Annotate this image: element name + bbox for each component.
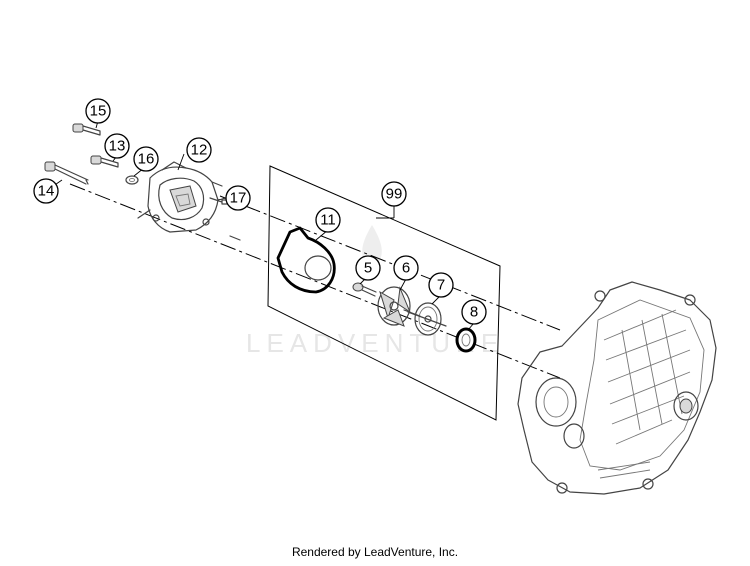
- bolt-14-icon: [44, 161, 89, 185]
- callout-13: 13: [104, 133, 130, 159]
- svg-text:5: 5: [364, 260, 372, 277]
- svg-text:99: 99: [386, 186, 403, 203]
- callout-11: 11: [315, 207, 341, 233]
- callout-7: 7: [428, 272, 454, 298]
- callout-99: 99: [381, 181, 407, 207]
- pump-cover-12-icon: [137, 161, 223, 233]
- engine-side-cover-icon: [517, 281, 717, 495]
- callout-6: 6: [393, 255, 419, 281]
- upper-axis-line: [219, 195, 561, 331]
- gasket-11-icon: [276, 226, 336, 294]
- svg-text:13: 13: [109, 138, 126, 155]
- callout-8: 8: [461, 299, 487, 325]
- bolt-15-icon: [72, 123, 101, 136]
- callout-16: 16: [133, 146, 159, 172]
- impeller-6-icon: [377, 286, 421, 327]
- pump-shaft-7-icon: [407, 302, 447, 336]
- svg-text:16: 16: [138, 151, 155, 168]
- footer-credit: Rendered by LeadVenture, Inc.: [291, 545, 459, 559]
- screw-5-icon: [352, 282, 377, 297]
- callout-12: 12: [186, 137, 212, 163]
- kit-outline-box: [267, 165, 501, 421]
- svg-text:15: 15: [90, 103, 107, 120]
- svg-text:11: 11: [320, 212, 336, 229]
- callout-5: 5: [355, 255, 381, 281]
- seal-ring-8-icon: [455, 327, 477, 353]
- svg-text:14: 14: [38, 183, 55, 200]
- svg-text:6: 6: [402, 260, 410, 277]
- bolt-13-icon: [90, 155, 119, 168]
- svg-text:12: 12: [191, 142, 208, 159]
- washer-16-icon: [125, 175, 139, 185]
- callout-14: 14: [33, 178, 59, 204]
- svg-text:17: 17: [230, 190, 247, 207]
- callout-15: 15: [85, 98, 111, 124]
- svg-text:8: 8: [470, 304, 478, 321]
- svg-text:7: 7: [437, 277, 445, 294]
- callout-17: 17: [225, 185, 251, 211]
